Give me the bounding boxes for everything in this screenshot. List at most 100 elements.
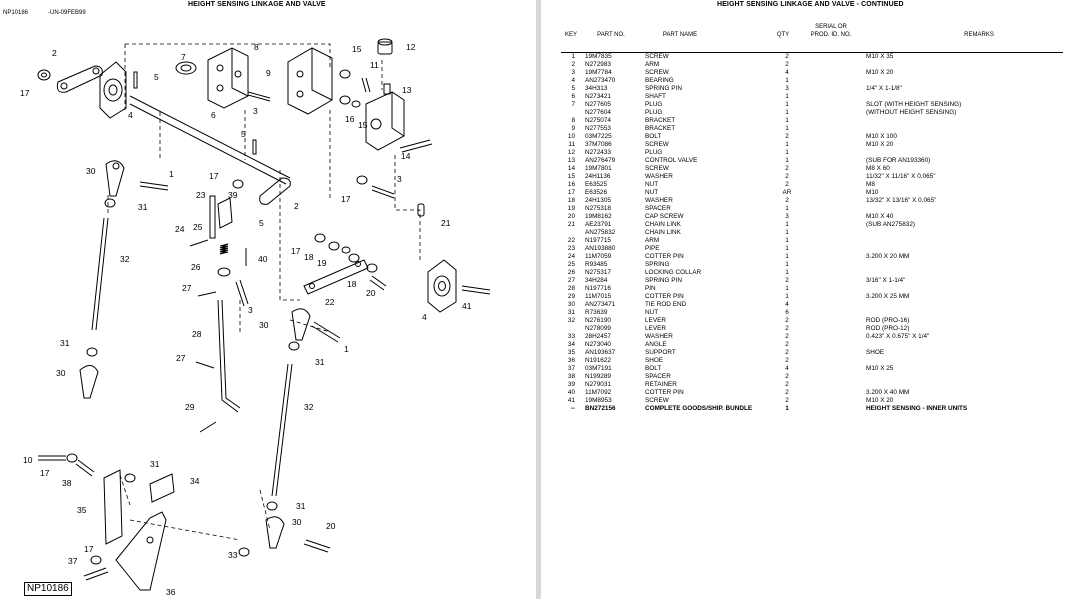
cell-key: 5 — [571, 85, 575, 92]
header-qty: QTY — [776, 32, 790, 38]
bracket-8-part — [207, 47, 249, 109]
cell-remarks: 13/32" X 13/16" X 0.065" — [866, 197, 937, 204]
cell-remarks: ROD (PRO-16) — [866, 317, 910, 324]
cell-part-name: PLUG — [645, 101, 663, 108]
cell-key: 6 — [571, 93, 575, 100]
callout-3: 3 — [253, 106, 258, 116]
cell-qty: 6 — [785, 309, 789, 316]
cell-part-name: NUT — [645, 189, 659, 196]
cell-remarks: M10 X 35 — [866, 53, 894, 60]
callout-7: 7 — [181, 52, 186, 62]
cell-remarks: 3.200 X 25 MM — [866, 293, 910, 300]
cell-part-name: TIE ROD END — [645, 301, 687, 308]
cell-part-name: SPACER — [645, 205, 671, 212]
cell-part-no: N275318 — [585, 205, 611, 212]
diagram-title: HEIGHT SENSING LINKAGE AND VALVE — [188, 1, 326, 8]
callout-2: 2 — [52, 48, 57, 58]
cell-key: -- — [570, 405, 575, 412]
cell-qty: 1 — [785, 237, 789, 244]
cell-remarks: 1/4" X 1-1/8" — [866, 85, 902, 92]
cell-qty: 1 — [785, 101, 789, 108]
cell-qty: 1 — [785, 253, 789, 260]
cell-remarks: ROD (PRO-12) — [866, 325, 910, 332]
cell-qty: 4 — [785, 301, 789, 308]
cell-part-no: 11M7059 — [585, 253, 612, 260]
parts-list-title: HEIGHT SENSING LINKAGE AND VALVE - CONTI… — [717, 1, 904, 8]
shoe-36-part — [115, 511, 167, 591]
callout-20: 20 — [366, 288, 376, 298]
plug-12-part — [377, 38, 393, 55]
callout-17: 17 — [40, 468, 50, 478]
callout-31: 31 — [150, 459, 160, 469]
cell-remarks: SHOE — [866, 349, 885, 356]
cell-remarks: M10 X 20 — [866, 69, 894, 76]
cell-part-name: BRACKET — [645, 117, 676, 124]
cell-key: 3 — [571, 69, 575, 76]
pipe-23-part — [209, 195, 216, 239]
cell-remarks: (SUB AN275832) — [866, 221, 916, 228]
cell-part-name: NUT — [645, 309, 659, 316]
callout-39: 39 — [228, 190, 238, 200]
cell-qty: 1 — [785, 285, 789, 292]
cell-part-no: N276190 — [585, 317, 611, 324]
cell-qty: 4 — [785, 365, 789, 372]
cell-qty: 2 — [785, 341, 789, 348]
callout-30: 30 — [86, 166, 96, 176]
cell-part-name: PIPE — [645, 245, 660, 252]
cell-key: 1 — [571, 53, 575, 60]
cell-qty: 2 — [785, 373, 789, 380]
callout-9: 9 — [266, 68, 271, 78]
shaft-6-part — [129, 95, 291, 185]
cell-part-no: AN273471 — [585, 301, 616, 308]
cell-part-name: WASHER — [645, 333, 673, 340]
bearing-4-left-part — [99, 61, 127, 119]
header-remarks: REMARKS — [964, 32, 994, 38]
cell-key: 11 — [568, 141, 575, 148]
lever-rod-32-left-part — [91, 217, 109, 331]
callout-15: 15 — [352, 44, 362, 54]
cell-part-name: SPRING PIN — [645, 85, 682, 92]
cell-part-name: PLUG — [645, 149, 663, 156]
cell-remarks: M8 — [866, 181, 875, 188]
callout-6: 6 — [211, 110, 216, 120]
callout-21: 21 — [441, 218, 451, 228]
cell-part-no: 34H284 — [585, 277, 608, 284]
cell-qty: 1 — [785, 405, 789, 412]
cell-part-name: SHOE — [645, 357, 664, 364]
cell-remarks: (WITHOUT HEIGHT SENSING) — [866, 109, 957, 116]
plug-7-part — [175, 61, 197, 75]
callout-29: 29 — [185, 402, 195, 412]
cell-part-name: COTTER PIN — [645, 293, 684, 300]
cell-remarks: (SUB FOR AN193360) — [866, 157, 931, 164]
cell-qty: 1 — [785, 149, 789, 156]
cell-part-no: 19M7801 — [585, 165, 612, 172]
nut-17-part — [37, 69, 51, 81]
cell-qty: 4 — [785, 69, 789, 76]
spring-pin-5-part — [133, 71, 138, 89]
cell-qty: 1 — [785, 141, 789, 148]
callout-5: 5 — [259, 218, 264, 228]
cell-part-name: CHAIN LINK — [645, 221, 681, 228]
cell-key: 27 — [567, 277, 575, 284]
cell-key: 16 — [567, 181, 575, 188]
callout-8: 8 — [254, 42, 259, 52]
screw-3-part — [247, 91, 271, 102]
cell-part-no: E63526 — [585, 189, 608, 196]
cell-key: 32 — [567, 317, 575, 324]
cell-part-no: 37M7086 — [585, 141, 612, 148]
callout-20: 20 — [326, 521, 336, 531]
parts-list-page: HEIGHT SENSING LINKAGE AND VALVE - CONTI… — [541, 0, 1067, 599]
cell-remarks: M10 X 100 — [866, 133, 897, 140]
